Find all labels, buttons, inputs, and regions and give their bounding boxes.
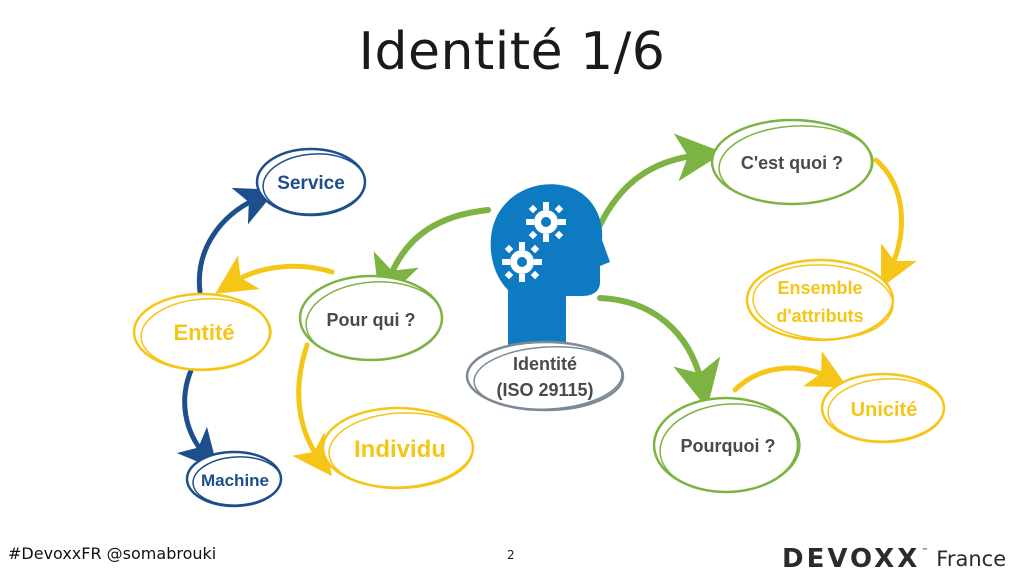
node-entite: Entité [132, 292, 272, 372]
slide-title: Identité 1/6 [358, 22, 666, 82]
node-individu-label: Individu [354, 436, 446, 463]
node-pour-qui: Pour qui ? [298, 274, 444, 362]
arrow-entite-to-service [196, 187, 277, 295]
arrow-head-to-cestquoi [597, 133, 724, 228]
node-service: Service [255, 147, 367, 217]
head-gears-icon [490, 184, 610, 345]
node-identite-iso-line2: (ISO 29115) [496, 380, 593, 400]
arrow-pourqui-to-individu [292, 342, 332, 477]
node-service-label: Service [277, 173, 345, 194]
node-pourquoi: Pourquoi ? [652, 396, 801, 494]
arrow-entite-to-machine [176, 365, 219, 471]
node-unicite: Unicité [820, 372, 946, 444]
devoxx-logo-country: France [936, 547, 1007, 571]
node-individu: Individu [321, 406, 475, 490]
arrow-head-to-pourquoi [597, 295, 721, 409]
devoxx-logo-trademark: ™ [921, 547, 929, 555]
footer-hashtag: #DevoxxFR @somabrouki [8, 544, 217, 563]
node-identite-iso: Identité (ISO 29115) [465, 340, 625, 412]
arrow-pourquoi-to-unicite [732, 350, 848, 393]
node-ensemble-line1: Ensemble [777, 278, 862, 298]
arrow-cestquoi-to-ensemble [873, 157, 917, 288]
page-number: 2 [507, 548, 515, 562]
node-cest-quoi-label: C'est quoi ? [741, 153, 843, 173]
node-identite-iso-line1: Identité [513, 354, 577, 374]
node-cest-quoi: C'est quoi ? [710, 118, 874, 206]
node-ensemble-line2: d'attributs [776, 306, 863, 326]
node-pourquoi-label: Pourquoi ? [681, 436, 776, 456]
devoxx-logo-brand: DEVOXX [782, 544, 921, 574]
node-pour-qui-label: Pour qui ? [327, 310, 416, 330]
devoxx-logo: DEVOXX ™ France [782, 544, 1007, 574]
arrow-head-to-pourqui [373, 207, 491, 305]
node-entite-label: Entité [173, 320, 234, 345]
node-machine-label: Machine [201, 471, 269, 490]
node-unicite-label: Unicité [851, 399, 918, 421]
arrow-pourqui-to-entite [215, 255, 335, 294]
node-ensemble-attributs: Ensemble d'attributs [745, 258, 895, 342]
node-machine: Machine [185, 450, 283, 508]
